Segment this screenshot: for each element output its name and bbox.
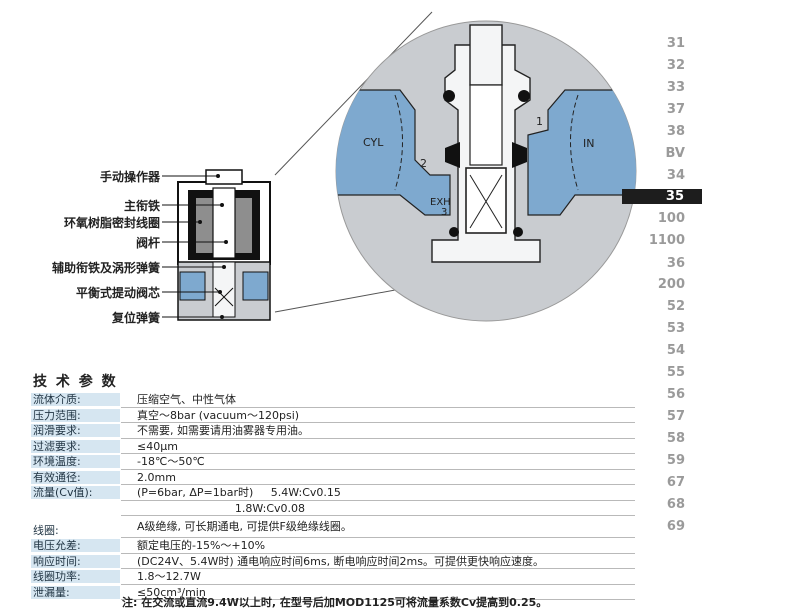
spec-value: -18℃～50℃ <box>137 455 205 468</box>
spec-row: 有效通径: 2.0mm <box>31 470 635 485</box>
spec-label: 润滑要求: <box>31 424 120 437</box>
spec-label: 有效通径: <box>31 470 120 484</box>
spec-label: 线圈: <box>33 524 59 537</box>
spec-value: 压缩空气、中性气体 <box>137 393 236 406</box>
port-label-exh: EXH <box>430 197 451 208</box>
page-index-item[interactable]: 69 <box>666 519 685 534</box>
spec-label: 环境温度: <box>31 455 120 468</box>
callout-manual-operator: 手动操作器 <box>99 170 160 184</box>
spec-label: 响应时间: <box>31 554 120 568</box>
spec-label: 压力范围: <box>31 408 120 422</box>
callout-lines <box>162 175 226 318</box>
spec-value: 2.0mm <box>137 470 176 484</box>
spec-value: ≤40μm <box>137 439 178 453</box>
page-index-item[interactable]: 53 <box>666 321 685 336</box>
port-label-in: IN <box>583 137 595 150</box>
callout-return-spring: 复位弹簧 <box>111 311 160 325</box>
callout-main-armature: 主衔铁 <box>123 199 160 213</box>
spec-label: 线圈功率: <box>31 570 120 583</box>
spec-value: (DC24V、5.4W时) 通电响应时间6ms, 断电响应时间2ms。可提供更快… <box>137 554 545 568</box>
callout-epoxy-coil: 环氧树脂密封线圈 <box>63 216 160 230</box>
spec-row: 环境温度: -18℃～50℃ <box>31 454 635 470</box>
callout-poppet: 平衡式提动阀芯 <box>75 286 160 300</box>
page-index-item[interactable]: 59 <box>666 453 685 468</box>
spec-row: 压力范围: 真空～8bar (vacuum～120psi) <box>31 408 635 423</box>
spec-row: 润滑要求: 不需要, 如需要请用油雾器专用油。 <box>31 423 635 439</box>
spec-row: 响应时间: (DC24V、5.4W时) 通电响应时间6ms, 断电响应时间2ms。… <box>31 554 635 569</box>
spec-row: 流体介质: 压缩空气、中性气体 <box>31 392 635 408</box>
spec-label: 泄漏量: <box>31 585 120 599</box>
spec-table: 流体介质: 压缩空气、中性气体 压力范围: 真空～8bar (vacuum～120p… <box>31 392 635 600</box>
page-index-item[interactable]: 38 <box>666 124 685 139</box>
spec-row: 电压允差: 额定电压的-15%～+10% <box>31 538 635 554</box>
spec-value: ≤50cm³/min <box>137 585 206 599</box>
page-index-item[interactable]: 36 <box>666 256 685 271</box>
page-index-item[interactable]: 33 <box>666 80 685 95</box>
spec-row: 流量(Cv值): (P=6bar, ΔP=1bar时) 5.4W:Cv0.15 <box>31 485 635 501</box>
page-index-item[interactable]: BV <box>665 146 685 161</box>
page-index-item-active[interactable]: 35 <box>622 189 702 204</box>
page-index-item[interactable]: 34 <box>666 168 685 183</box>
spec-label: 流体介质: <box>31 393 120 406</box>
spec-value: 真空～8bar (vacuum～120psi) <box>137 408 300 422</box>
spec-value: 不需要, 如需要请用油雾器专用油。 <box>137 424 309 437</box>
spec-label: 过滤要求: <box>31 439 120 453</box>
spec-title: 技 术 参 数 <box>33 374 118 390</box>
spec-value: (P=6bar, ΔP=1bar时) 5.4W:Cv0.15 <box>137 486 341 499</box>
callout-aux-armature-spring: 辅助衔铁及涡形弹簧 <box>51 261 160 275</box>
spec-row: 线圈功率: 1.8～12.7W <box>31 569 635 585</box>
page-index-item[interactable]: 52 <box>666 299 685 314</box>
page-index-item[interactable]: 37 <box>666 102 685 117</box>
spec-value: A级绝缘, 可长期通电, 可提供F级绝缘线圈。 <box>137 520 352 533</box>
spec-value: 1.8W:Cv0.08 <box>137 501 306 515</box>
page-index-item[interactable]: 100 <box>657 211 685 226</box>
spec-value: 额定电压的-15%～+10% <box>137 539 266 552</box>
port-label-3: 3 <box>441 207 448 218</box>
port-label-cyl: CYL <box>363 136 384 149</box>
spec-label <box>31 502 120 515</box>
page-index-item[interactable]: 56 <box>666 387 685 402</box>
page-index-item[interactable]: 67 <box>666 475 685 490</box>
magnify-line-bottom <box>274 287 407 313</box>
page-index-item[interactable]: 57 <box>666 409 685 424</box>
page-index-item[interactable]: 31 <box>666 36 685 51</box>
port-label-2: 2 <box>420 157 427 170</box>
spec-label: 电压允差: <box>31 539 120 552</box>
spec-value: 1.8～12.7W <box>137 570 201 583</box>
page-index-item[interactable]: 200 <box>657 277 685 292</box>
magnified-section <box>335 20 637 322</box>
spec-row: 泄漏量: ≤50cm³/min <box>31 585 635 600</box>
port-label-1: 1 <box>536 115 543 128</box>
magnify-line-top <box>274 11 433 176</box>
page-index-item[interactable]: 55 <box>666 365 685 380</box>
page-index-item[interactable]: 1100 <box>648 233 685 248</box>
page-index-item[interactable]: 54 <box>666 343 685 358</box>
callout-valve-stem: 阀杆 <box>135 236 160 250</box>
page-index-item[interactable]: 32 <box>666 58 685 73</box>
valve-cross-section <box>177 169 271 321</box>
spec-row: 线圈: A级绝缘, 可长期通电, 可提供F级绝缘线圈。 <box>31 516 635 538</box>
spec-row: 过滤要求: ≤40μm <box>31 439 635 454</box>
spec-row: 1.8W:Cv0.08 <box>31 501 635 516</box>
page-index-item[interactable]: 58 <box>666 431 685 446</box>
page-index-item[interactable]: 68 <box>666 497 685 512</box>
footnote: 注: 在交流或直流9.4W以上时, 在型号后加MOD1125可将流量系数Cv提高… <box>122 596 548 609</box>
spec-label: 流量(Cv值): <box>31 486 120 499</box>
